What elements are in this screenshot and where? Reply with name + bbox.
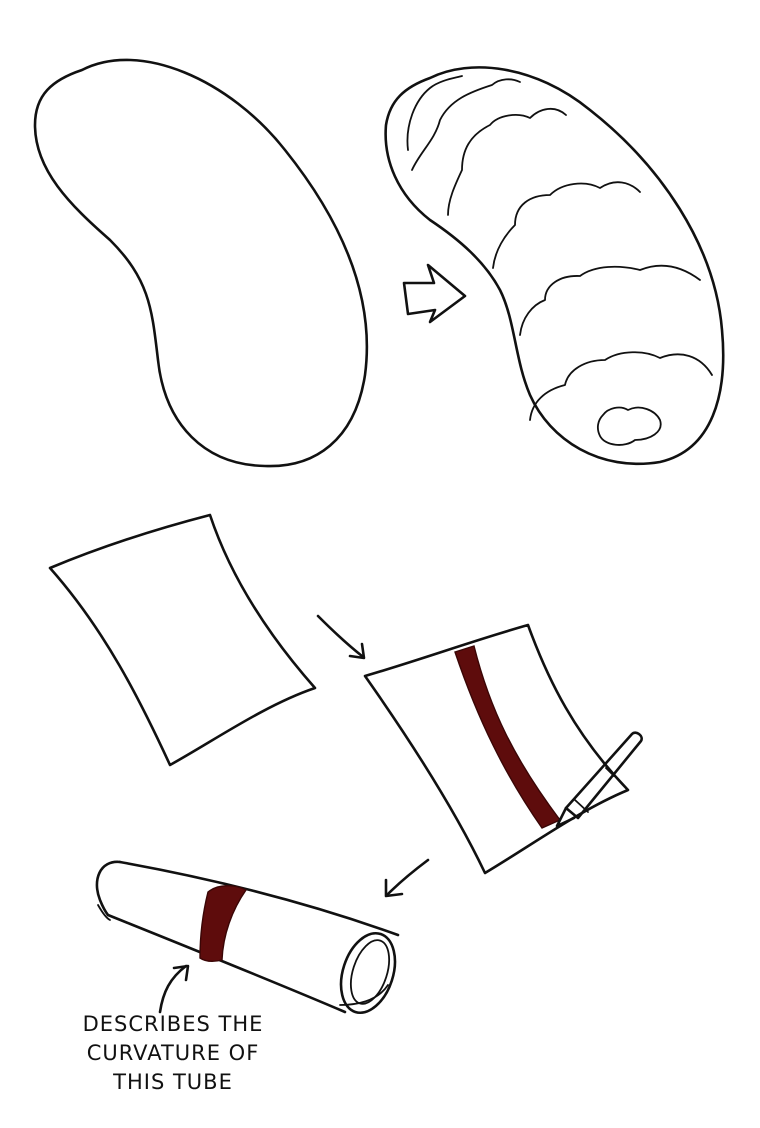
annotation-line-1: DESCRIBES THE — [58, 1010, 288, 1039]
transform-arrow-icon — [404, 265, 465, 322]
pen-icon — [557, 733, 642, 826]
marked-paper-sheet — [365, 625, 628, 873]
dark-band — [200, 886, 246, 962]
annotation-line-3: THIS TUBE — [58, 1068, 288, 1097]
flat-paper-sheet — [50, 515, 315, 765]
arrow-to-marked-sheet-icon — [318, 616, 364, 658]
plain-bean-shape — [35, 60, 367, 466]
annotation-line-2: CURVATURE OF — [58, 1039, 288, 1068]
arrow-to-rolled-tube-icon — [386, 860, 428, 896]
annotation-text: DESCRIBES THE CURVATURE OF THIS TUBE — [58, 1010, 288, 1097]
striped-bean-shape — [386, 67, 724, 463]
dark-stripe — [455, 646, 560, 828]
annotation-arrow-icon — [160, 966, 188, 1012]
rolled-paper-tube — [97, 862, 405, 1020]
